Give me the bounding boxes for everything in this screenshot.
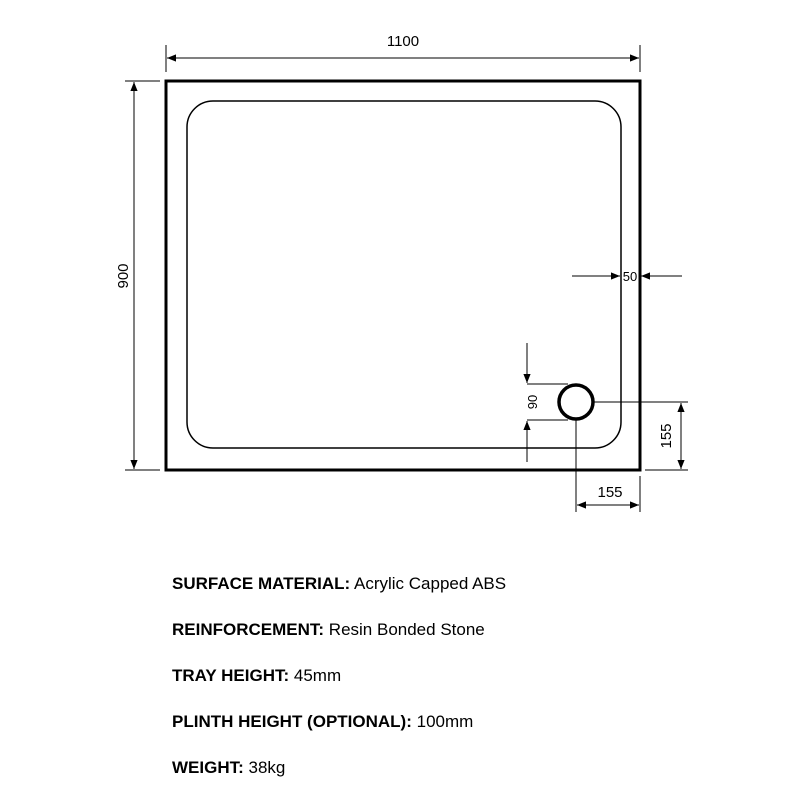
spec-tray-height: TRAY HEIGHT: 45mm <box>172 662 506 708</box>
spec-label: PLINTH HEIGHT (OPTIONAL): <box>172 712 412 731</box>
spec-label: WEIGHT: <box>172 758 244 777</box>
shower-tray-diagram: 1100 900 50 90 155 155 <box>115 33 688 512</box>
spec-surface-material: SURFACE MATERIAL: Acrylic Capped ABS <box>172 570 506 616</box>
height-dimension: 900 <box>115 80 160 471</box>
spec-value: 45mm <box>293 666 342 685</box>
spec-weight: WEIGHT: 38kg <box>172 754 506 800</box>
edge-offset-dimension: 50 <box>572 269 682 284</box>
specifications-list: SURFACE MATERIAL: Acrylic Capped ABS REI… <box>172 570 506 800</box>
spec-label: SURFACE MATERIAL: <box>172 574 351 593</box>
width-dimension: 1100 <box>165 33 641 72</box>
spec-value: Acrylic Capped ABS <box>353 574 507 593</box>
waste-from-bottom-dimension: 155 <box>594 401 688 471</box>
spec-label: TRAY HEIGHT: <box>172 666 290 685</box>
waste-from-right-dimension: 155 <box>575 420 641 512</box>
spec-value: 100mm <box>416 712 474 731</box>
spec-plinth-height: PLINTH HEIGHT (OPTIONAL): 100mm <box>172 708 506 754</box>
spec-reinforcement: REINFORCEMENT: Resin Bonded Stone <box>172 616 506 662</box>
height-label: 900 <box>115 263 132 288</box>
spec-label: REINFORCEMENT: <box>172 620 325 639</box>
waste-from-right-label: 155 <box>597 484 622 501</box>
spec-value: Resin Bonded Stone <box>328 620 485 639</box>
tray-outer-outline <box>164 79 642 472</box>
width-label: 1100 <box>387 33 419 50</box>
waste-outlet <box>557 383 595 421</box>
waste-vertical-label: 90 <box>525 395 540 409</box>
waste-vertical-dimension: 90 <box>523 343 568 462</box>
edge-offset-label: 50 <box>623 269 637 284</box>
spec-value: 38kg <box>248 758 286 777</box>
tray-inner-basin <box>186 100 622 449</box>
waste-from-bottom-label: 155 <box>658 423 675 448</box>
